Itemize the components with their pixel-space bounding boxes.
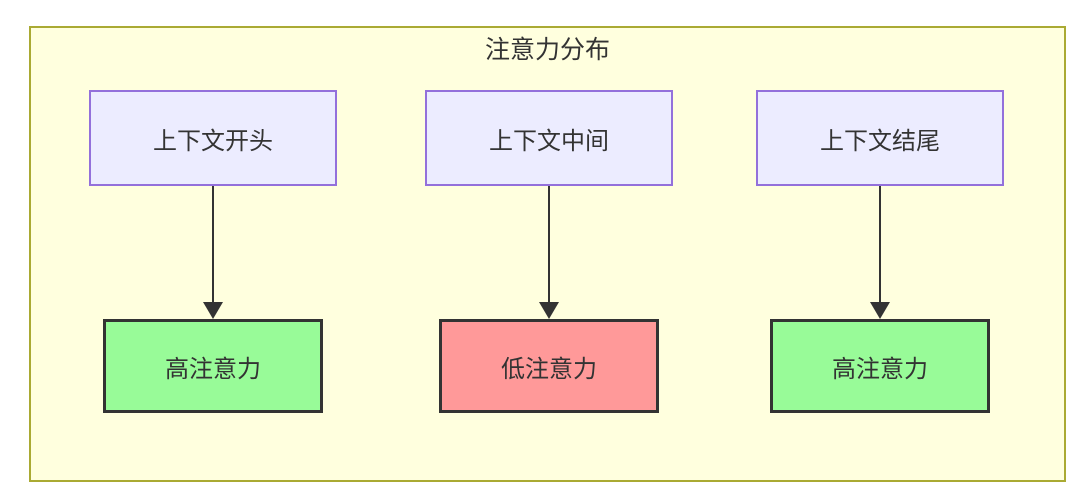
arrow-line — [548, 186, 550, 316]
arrow-start-to-result — [88, 186, 338, 319]
node-context-end: 上下文结尾 — [756, 90, 1004, 186]
arrow-line — [212, 186, 214, 316]
node-low-attention: 低注意力 — [439, 319, 659, 413]
node-high-attention-1: 高注意力 — [103, 319, 323, 413]
flow-column-middle: 上下文中间 低注意力 — [424, 90, 674, 413]
node-high-attention-2: 高注意力 — [770, 319, 990, 413]
flow-column-end: 上下文结尾 高注意力 — [755, 90, 1005, 413]
arrow-middle-to-result — [424, 186, 674, 319]
diagram-title: 注意力分布 — [484, 36, 610, 64]
arrow-end-to-result — [755, 186, 1005, 319]
attention-distribution-container: 注意力分布 上下文开头 高注意力 上下文中间 低注意力 上下文结尾 高注意力 — [29, 26, 1066, 482]
flow-column-start: 上下文开头 高注意力 — [88, 90, 338, 413]
node-context-start: 上下文开头 — [89, 90, 337, 186]
arrowhead-icon — [539, 302, 559, 319]
arrow-line — [879, 186, 881, 316]
arrowhead-icon — [870, 302, 890, 319]
node-context-middle: 上下文中间 — [425, 90, 673, 186]
arrowhead-icon — [203, 302, 223, 319]
